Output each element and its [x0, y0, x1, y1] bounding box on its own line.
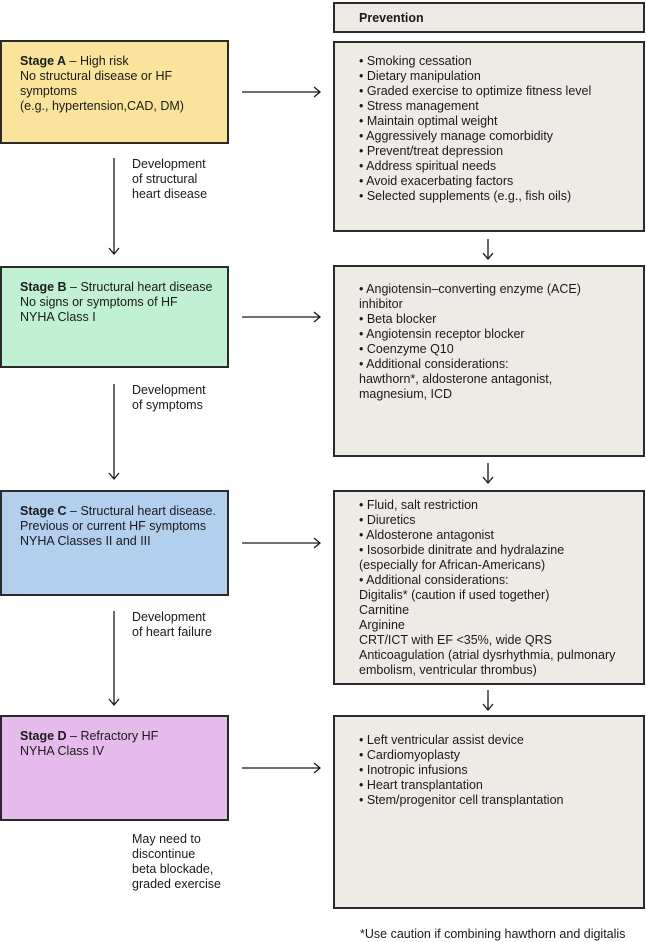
stage-d-box: Stage D – Refractory HF NYHA Class IV: [0, 715, 229, 821]
action-item: magnesium, ICD: [359, 387, 453, 401]
action-item: • Left ventricular assist device: [359, 733, 524, 747]
action-item: • Angiotensin–converting enzyme (ACE): [359, 282, 581, 296]
stage-d-title: Stage D – Refractory HF: [20, 729, 219, 744]
note-line: of symptoms: [132, 398, 203, 412]
note-line: beta blockade,: [132, 862, 214, 876]
action-item: • Inotropic infusions: [359, 763, 468, 777]
action-item: • Stem/progenitor cell transplantation: [359, 793, 564, 807]
action-item: • Angiotensin receptor blocker: [359, 327, 525, 341]
note-line: graded exercise: [132, 877, 221, 891]
note-line: Development: [132, 610, 206, 624]
action-box-c: • Fluid, salt restriction • Diuretics • …: [333, 490, 645, 685]
stage-d-line: NYHA Class IV: [20, 744, 105, 758]
action-box-a: • Smoking cessation • Dietary manipulati…: [333, 41, 645, 232]
arrow-right-icon: [242, 86, 322, 98]
action-item: • Heart transplantation: [359, 778, 483, 792]
action-item: Arginine: [359, 618, 405, 632]
action-item: • Aggressively manage comorbidity: [359, 129, 554, 143]
action-item: • Additional considerations:: [359, 357, 509, 371]
note-line: Development: [132, 383, 206, 397]
action-item: • Smoking cessation: [359, 54, 472, 68]
action-item: • Beta blocker: [359, 312, 437, 326]
action-item: • Coenzyme Q10: [359, 342, 454, 356]
stage-b-line: No signs or symptoms of HF: [20, 295, 178, 309]
action-item: • Maintain optimal weight: [359, 114, 498, 128]
stage-b-box: Stage B – Structural heart disease No si…: [0, 266, 229, 368]
stage-a-line: No structural disease or HF: [20, 69, 173, 83]
action-item: Carnitine: [359, 603, 410, 617]
stage-b-label: Stage B: [20, 280, 67, 294]
prevention-header-label: Prevention: [359, 11, 424, 25]
note-line: of structural: [132, 172, 198, 186]
action-item: • Prevent/treat depression: [359, 144, 504, 158]
action-item: • Address spiritual needs: [359, 159, 497, 173]
stage-c-title: Stage C – Structural heart disease.: [20, 504, 219, 519]
action-item: (especially for African-Americans): [359, 558, 546, 572]
stage-c-subtitle: – Structural heart disease.: [66, 504, 216, 518]
arrow-right-icon: [242, 762, 322, 774]
arrow-down-icon: [108, 158, 120, 256]
action-item: • Aldosterone antagonist: [359, 528, 495, 542]
note-line: Development: [132, 157, 206, 171]
arrow-down-icon: [108, 384, 120, 481]
action-item: • Graded exercise to optimize fitness le…: [359, 84, 592, 98]
stage-b-title: Stage B – Structural heart disease: [20, 280, 219, 295]
transition-note-a-b: Development of structural heart disease: [132, 157, 207, 202]
stage-a-line: symptoms: [20, 84, 77, 98]
action-item: Anticoagulation (atrial dysrhythmia, pul…: [359, 648, 616, 662]
prevention-header: Prevention: [333, 2, 645, 33]
stage-c-line: NYHA Classes II and III: [20, 534, 151, 548]
action-item: • Stress management: [359, 99, 479, 113]
stage-a-title: Stage A – High risk: [20, 54, 219, 69]
action-item: • Diuretics: [359, 513, 416, 527]
stage-c-box: Stage C – Structural heart disease. Prev…: [0, 490, 229, 596]
action-box-d: • Left ventricular assist device • Cardi…: [333, 715, 645, 909]
note-line: of heart failure: [132, 625, 212, 639]
action-item: inhibitor: [359, 297, 403, 311]
action-item: • Isosorbide dinitrate and hydralazine: [359, 543, 565, 557]
arrow-down-icon: [482, 690, 494, 712]
action-box-b: • Angiotensin–converting enzyme (ACE) in…: [333, 265, 645, 457]
action-item: embolism, ventricular thrombus): [359, 663, 537, 677]
arrow-down-icon: [482, 239, 494, 261]
note-line: discontinue: [132, 847, 196, 861]
action-item: Digitalis* (caution if used together): [359, 588, 550, 602]
transition-note-c-d: Development of heart failure: [132, 610, 212, 640]
stage-a-box: Stage A – High risk No structural diseas…: [0, 40, 229, 144]
stage-d-note: May need to discontinue beta blockade, g…: [132, 832, 221, 892]
stage-b-line: NYHA Class I: [20, 310, 96, 324]
stage-a-line: (e.g., hypertension,CAD, DM): [20, 99, 184, 113]
stage-a-label: Stage A: [20, 54, 67, 68]
arrow-right-icon: [242, 311, 322, 323]
stage-d-label: Stage D: [20, 729, 67, 743]
footnote: *Use caution if combining hawthorn and d…: [360, 927, 626, 941]
arrow-down-icon: [108, 611, 120, 707]
stage-d-subtitle: – Refractory HF: [66, 729, 159, 743]
action-item: • Fluid, salt restriction: [359, 498, 478, 512]
action-item: • Cardiomyoplasty: [359, 748, 460, 762]
arrow-right-icon: [242, 537, 322, 549]
action-item: • Additional considerations:: [359, 573, 509, 587]
action-item: • Dietary manipulation: [359, 69, 481, 83]
action-item: • Selected supplements (e.g., fish oils): [359, 189, 572, 203]
stage-c-line: Previous or current HF symptoms: [20, 519, 207, 533]
stage-c-label: Stage C: [20, 504, 67, 518]
arrow-down-icon: [482, 463, 494, 485]
transition-note-b-c: Development of symptoms: [132, 383, 206, 413]
note-line: heart disease: [132, 187, 208, 201]
action-item: CRT/ICT with EF <35%, wide QRS: [359, 633, 552, 647]
note-line: May need to: [132, 832, 201, 846]
stage-a-subtitle: – High risk: [66, 54, 129, 68]
action-item: hawthorn*, aldosterone antagonist,: [359, 372, 553, 386]
stage-b-subtitle: – Structural heart disease: [66, 280, 213, 294]
action-item: • Avoid exacerbating factors: [359, 174, 514, 188]
